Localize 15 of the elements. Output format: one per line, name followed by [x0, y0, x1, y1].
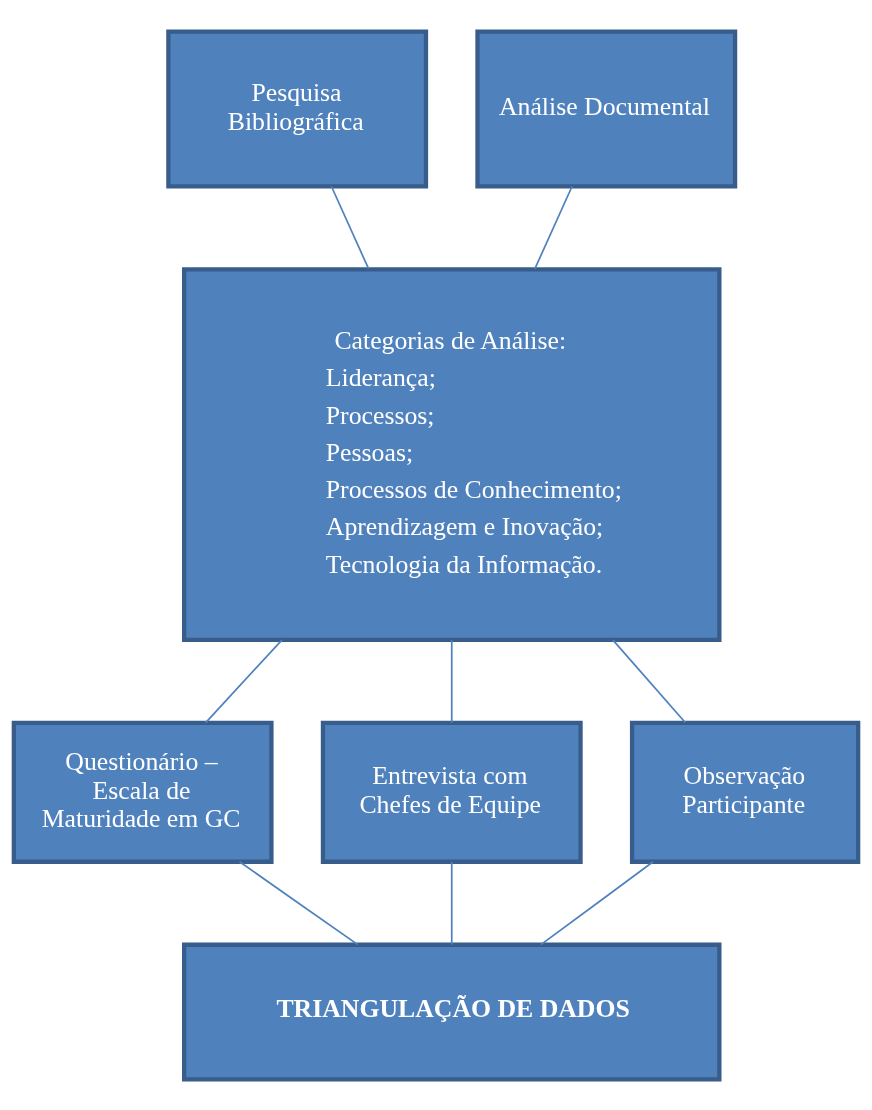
- node-box: Pesquisa Bibliográfica: [166, 29, 429, 188]
- node-box: Análise Documental: [475, 29, 738, 188]
- node-box: TRIANGULAÇÃO DE DADOS: [182, 942, 722, 1081]
- connector: [330, 185, 370, 270]
- connector: [450, 638, 453, 724]
- node-box: Categorias de Análise: Liderança; Processos; Pessoas; Processos de Conhecimento; Aprendizagem e Inovação; Tecnologia da Informação.: [182, 266, 722, 642]
- connector: [238, 860, 359, 946]
- node-box: Questionário – Escala de Maturidade em GC: [11, 720, 274, 864]
- connector: [612, 638, 687, 724]
- connector: [450, 860, 453, 946]
- connector: [204, 638, 283, 724]
- connector: [534, 185, 573, 270]
- node-box: Entrevista com Chefes de Equipe: [320, 720, 583, 864]
- node-box: Observação Participante: [629, 720, 861, 864]
- connector: [540, 860, 654, 946]
